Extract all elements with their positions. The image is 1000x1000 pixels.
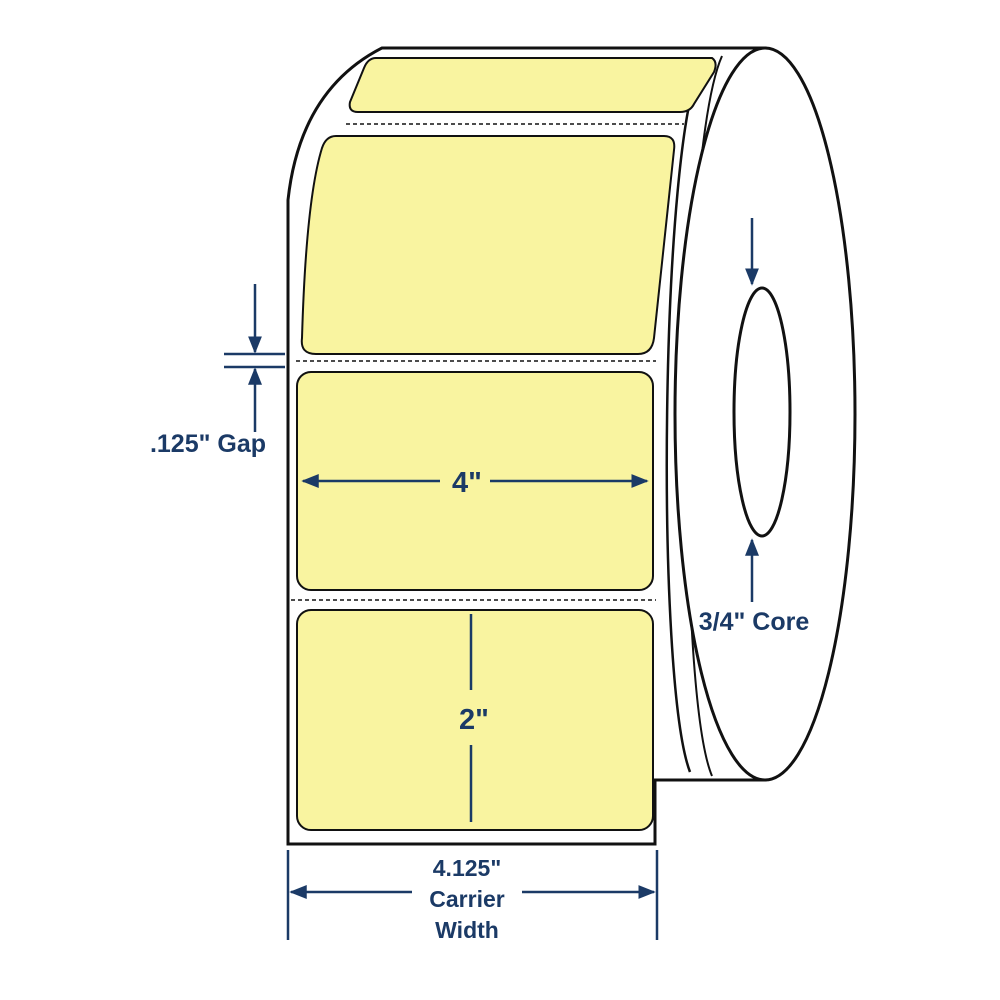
carrier-width-value: 4.125" (433, 855, 501, 881)
core-hole (732, 286, 792, 538)
carrier-width-label-line3: Width (435, 917, 499, 943)
label-bottom (296, 609, 654, 831)
gap-dimension (224, 284, 285, 432)
label-width-value: 4" (452, 467, 482, 499)
label-third (296, 371, 654, 591)
label-height-value: 2" (459, 704, 489, 736)
label-top-curved (348, 57, 717, 113)
label-second (300, 135, 676, 355)
carrier-width-dimension (286, 850, 659, 940)
labels (291, 57, 717, 831)
gap-label: .125" Gap (150, 430, 266, 458)
roll-edge-ring (665, 61, 704, 773)
core-label: 3/4" Core (699, 608, 810, 636)
carrier-width-label-line2: Carrier (429, 886, 504, 912)
